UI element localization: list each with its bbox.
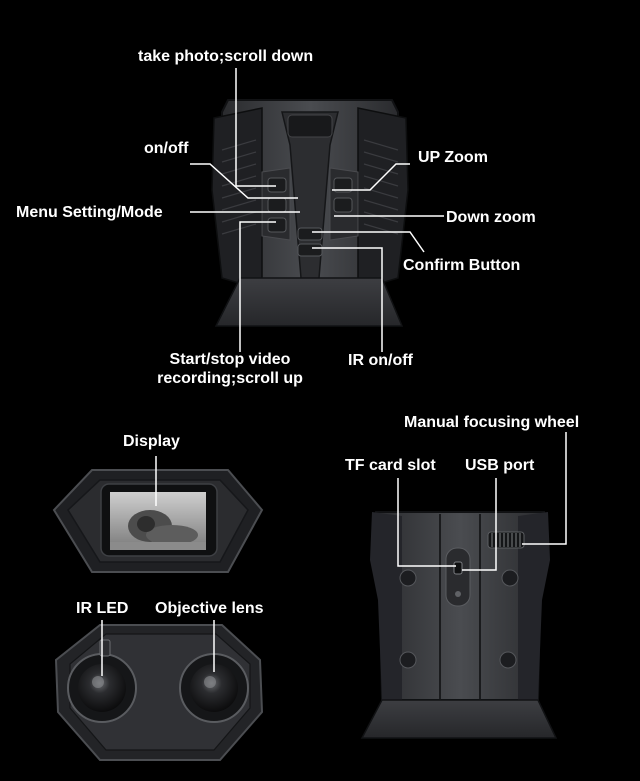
right-lens (179, 653, 249, 723)
lion-photo (110, 510, 206, 550)
bottom-view-device (360, 511, 558, 739)
top-view-device (211, 99, 409, 327)
label-objective-lens: Objective lens (155, 600, 264, 617)
leader-on-off (190, 163, 298, 199)
leader-tf-card (397, 478, 456, 567)
label-display: Display (123, 433, 180, 450)
label-down-zoom: Down zoom (446, 209, 536, 226)
label-take-photo: take photo;scroll down (138, 48, 314, 65)
label-menu-setting: Menu Setting/Mode (16, 204, 163, 221)
label-start-stop: Start/stop video recording;scroll up (150, 350, 310, 388)
leader-take-photo (235, 68, 276, 187)
label-confirm-button: Confirm Button (403, 257, 521, 274)
label-on-off: on/off (144, 140, 189, 157)
focusing-wheel (487, 531, 525, 549)
label-start-stop-line1: Start/stop video (169, 351, 291, 368)
leader-usb-port (462, 478, 497, 571)
label-ir-led: IR LED (76, 600, 129, 617)
leader-focusing-wheel (522, 432, 567, 545)
left-lens (67, 653, 137, 723)
leader-up-zoom (332, 163, 410, 191)
leader-ir-on-off (312, 247, 383, 352)
leader-confirm (312, 231, 425, 253)
label-usb-port: USB port (465, 457, 535, 474)
label-start-stop-line2: recording;scroll up (157, 370, 303, 387)
label-manual-focusing-wheel: Manual focusing wheel (404, 414, 580, 431)
front-view-device (54, 624, 264, 761)
leader-lines (101, 68, 567, 676)
leader-start-stop (239, 221, 276, 352)
label-tf-card-slot: TF card slot (345, 457, 436, 474)
rear-view-device (52, 469, 264, 573)
label-up-zoom: UP Zoom (418, 149, 488, 166)
label-ir-on-off: IR on/off (348, 352, 413, 369)
